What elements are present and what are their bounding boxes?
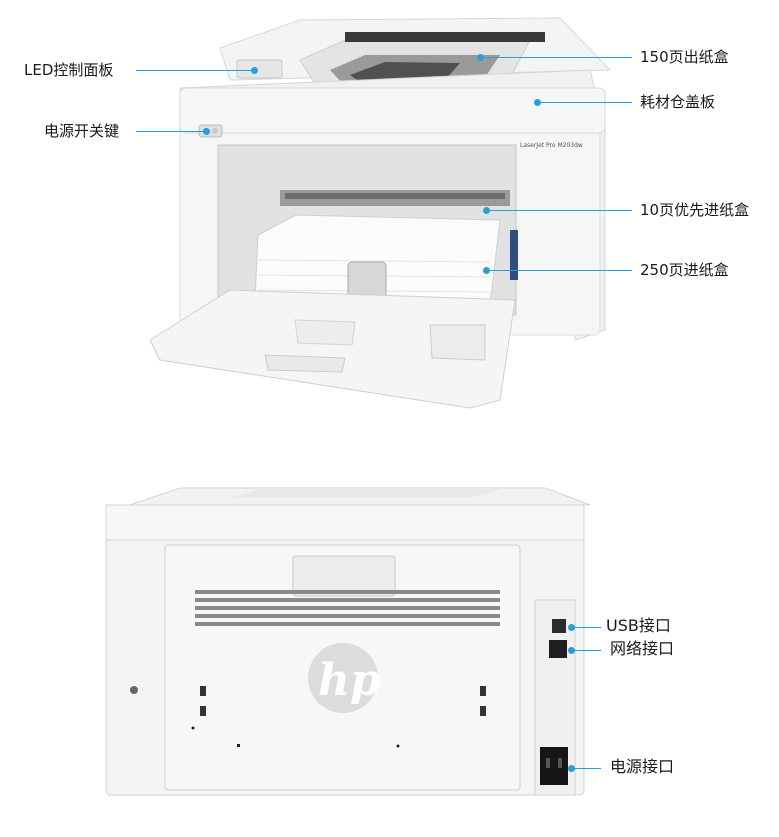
- network-port: [549, 640, 567, 658]
- output-slot: [345, 32, 545, 42]
- callout-dot-led: [251, 67, 258, 74]
- label-toner-cover: 耗材仓盖板: [640, 93, 716, 111]
- label-usb-port: USB接口: [606, 616, 671, 635]
- led-control-panel: [236, 59, 283, 79]
- paper-stack: [254, 214, 501, 306]
- callout-line-power-switch: [136, 131, 206, 132]
- input-tray-door: [149, 289, 516, 409]
- callout-dot-input-tray: [483, 267, 490, 274]
- callout-line-toner-cover: [537, 102, 632, 103]
- label-led-panel: LED控制面板: [24, 61, 114, 79]
- callout-line-network: [571, 650, 601, 651]
- callout-line-power-port: [571, 768, 601, 769]
- label-priority-tray: 10页优先进纸盒: [640, 201, 750, 219]
- callout-dot-usb: [568, 624, 575, 631]
- label-output-tray: 150页出纸盒: [640, 48, 729, 66]
- label-network-port: 网络接口: [610, 639, 675, 658]
- callout-dot-priority-tray: [483, 207, 490, 214]
- label-power-switch: 电源开关键: [44, 122, 120, 140]
- label-power-port: 电源接口: [610, 757, 675, 776]
- model-label: LaserJet Pro M203dw: [520, 142, 583, 149]
- toner-cover: [179, 87, 606, 134]
- power-socket: [540, 747, 568, 785]
- usb-port: [552, 619, 566, 633]
- rear-vents: [195, 590, 500, 626]
- callout-line-output-tray: [480, 57, 632, 58]
- hp-logo-text: hp: [318, 655, 381, 706]
- front-printer-image: LaserJet Pro M203dw: [149, 17, 612, 409]
- callout-dot-power-switch: [203, 128, 210, 135]
- callout-line-usb: [571, 627, 601, 628]
- callout-dot-power-port: [568, 765, 575, 772]
- label-input-tray: 250页进纸盒: [640, 261, 729, 279]
- callout-line-led: [136, 70, 254, 71]
- callout-dot-output-tray: [477, 54, 484, 61]
- callout-dot-network: [568, 647, 575, 654]
- callout-line-input-tray: [486, 270, 632, 271]
- callout-line-priority-tray: [486, 210, 632, 211]
- rear-handle: [292, 555, 396, 597]
- callout-dot-toner-cover: [534, 99, 541, 106]
- hp-logo-circle: [308, 643, 378, 713]
